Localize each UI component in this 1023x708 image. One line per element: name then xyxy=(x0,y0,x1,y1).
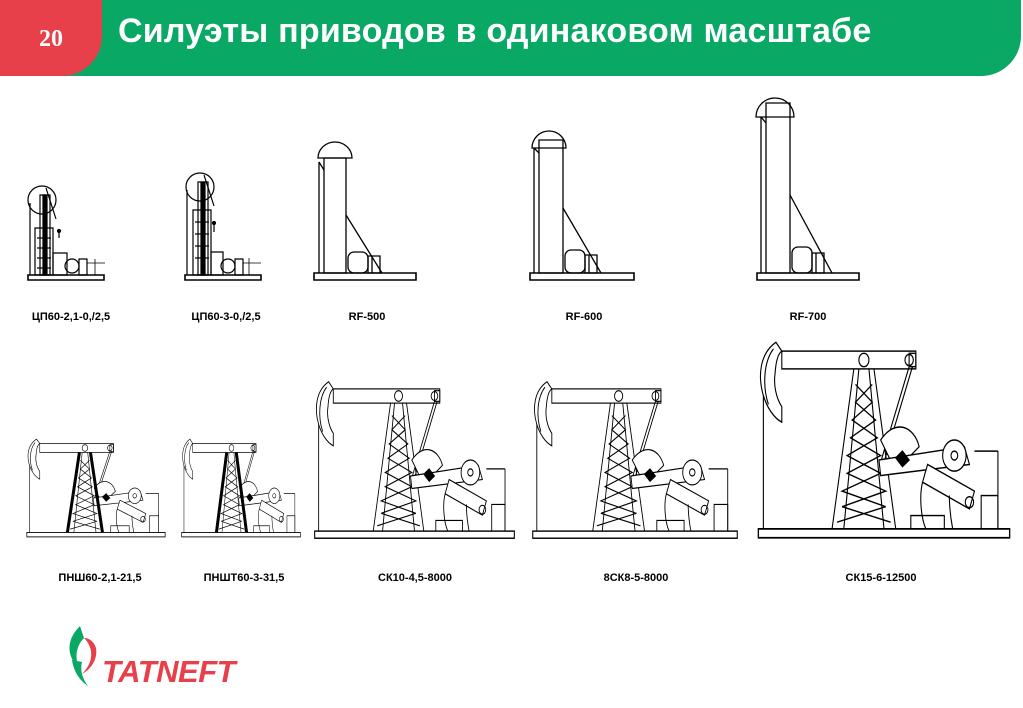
caption-8sk8: 8СК8-5-8000 xyxy=(603,572,669,584)
caption-sk15: СК15-6-12500 xyxy=(845,572,917,584)
rf-drive-drawing-700 xyxy=(752,95,864,285)
caption-pnsht60: ПНШТ60-3-31,5 xyxy=(203,572,285,584)
chain-drive-drawing-2 xyxy=(183,170,265,283)
slide-number: 20 xyxy=(39,26,63,52)
slide-title: Силуэты приводов в одинаковом масштабе xyxy=(118,12,872,50)
beam-pump-drawing-8sk8 xyxy=(532,381,738,539)
beam-pump-drawing-pnsht60 xyxy=(181,438,301,538)
tatneft-logo-text: TATNEFT xyxy=(102,654,236,689)
caption-sk10: СК10-4,5-8000 xyxy=(378,572,452,584)
slide-number-badge xyxy=(0,0,102,76)
caption-chain-drive-2: ЦП60-3-0,/2,5 xyxy=(191,311,261,323)
slide-header: 20 Силуэты приводов в одинаковом масштаб… xyxy=(0,0,1023,76)
caption-rf-700: RF-700 xyxy=(789,311,827,323)
beam-pump-drawing-sk10 xyxy=(313,381,516,539)
chain-drive-drawing-1 xyxy=(25,183,107,283)
caption-pnsh60: ПНШ60-2,1-21,5 xyxy=(58,572,142,584)
header-banner xyxy=(0,0,1021,76)
rf-drive-drawing-500 xyxy=(310,140,420,285)
beam-pump-drawing-sk15 xyxy=(757,341,1011,539)
caption-rf-500: RF-500 xyxy=(348,311,386,323)
caption-chain-drive-1: ЦП60-2,1-0,/2,5 xyxy=(31,311,111,323)
caption-rf-600: RF-600 xyxy=(565,311,603,323)
rf-drive-drawing-600 xyxy=(525,128,637,285)
beam-pump-drawing-pnsh60 xyxy=(26,438,166,538)
tatneft-flame-icon xyxy=(69,626,97,686)
